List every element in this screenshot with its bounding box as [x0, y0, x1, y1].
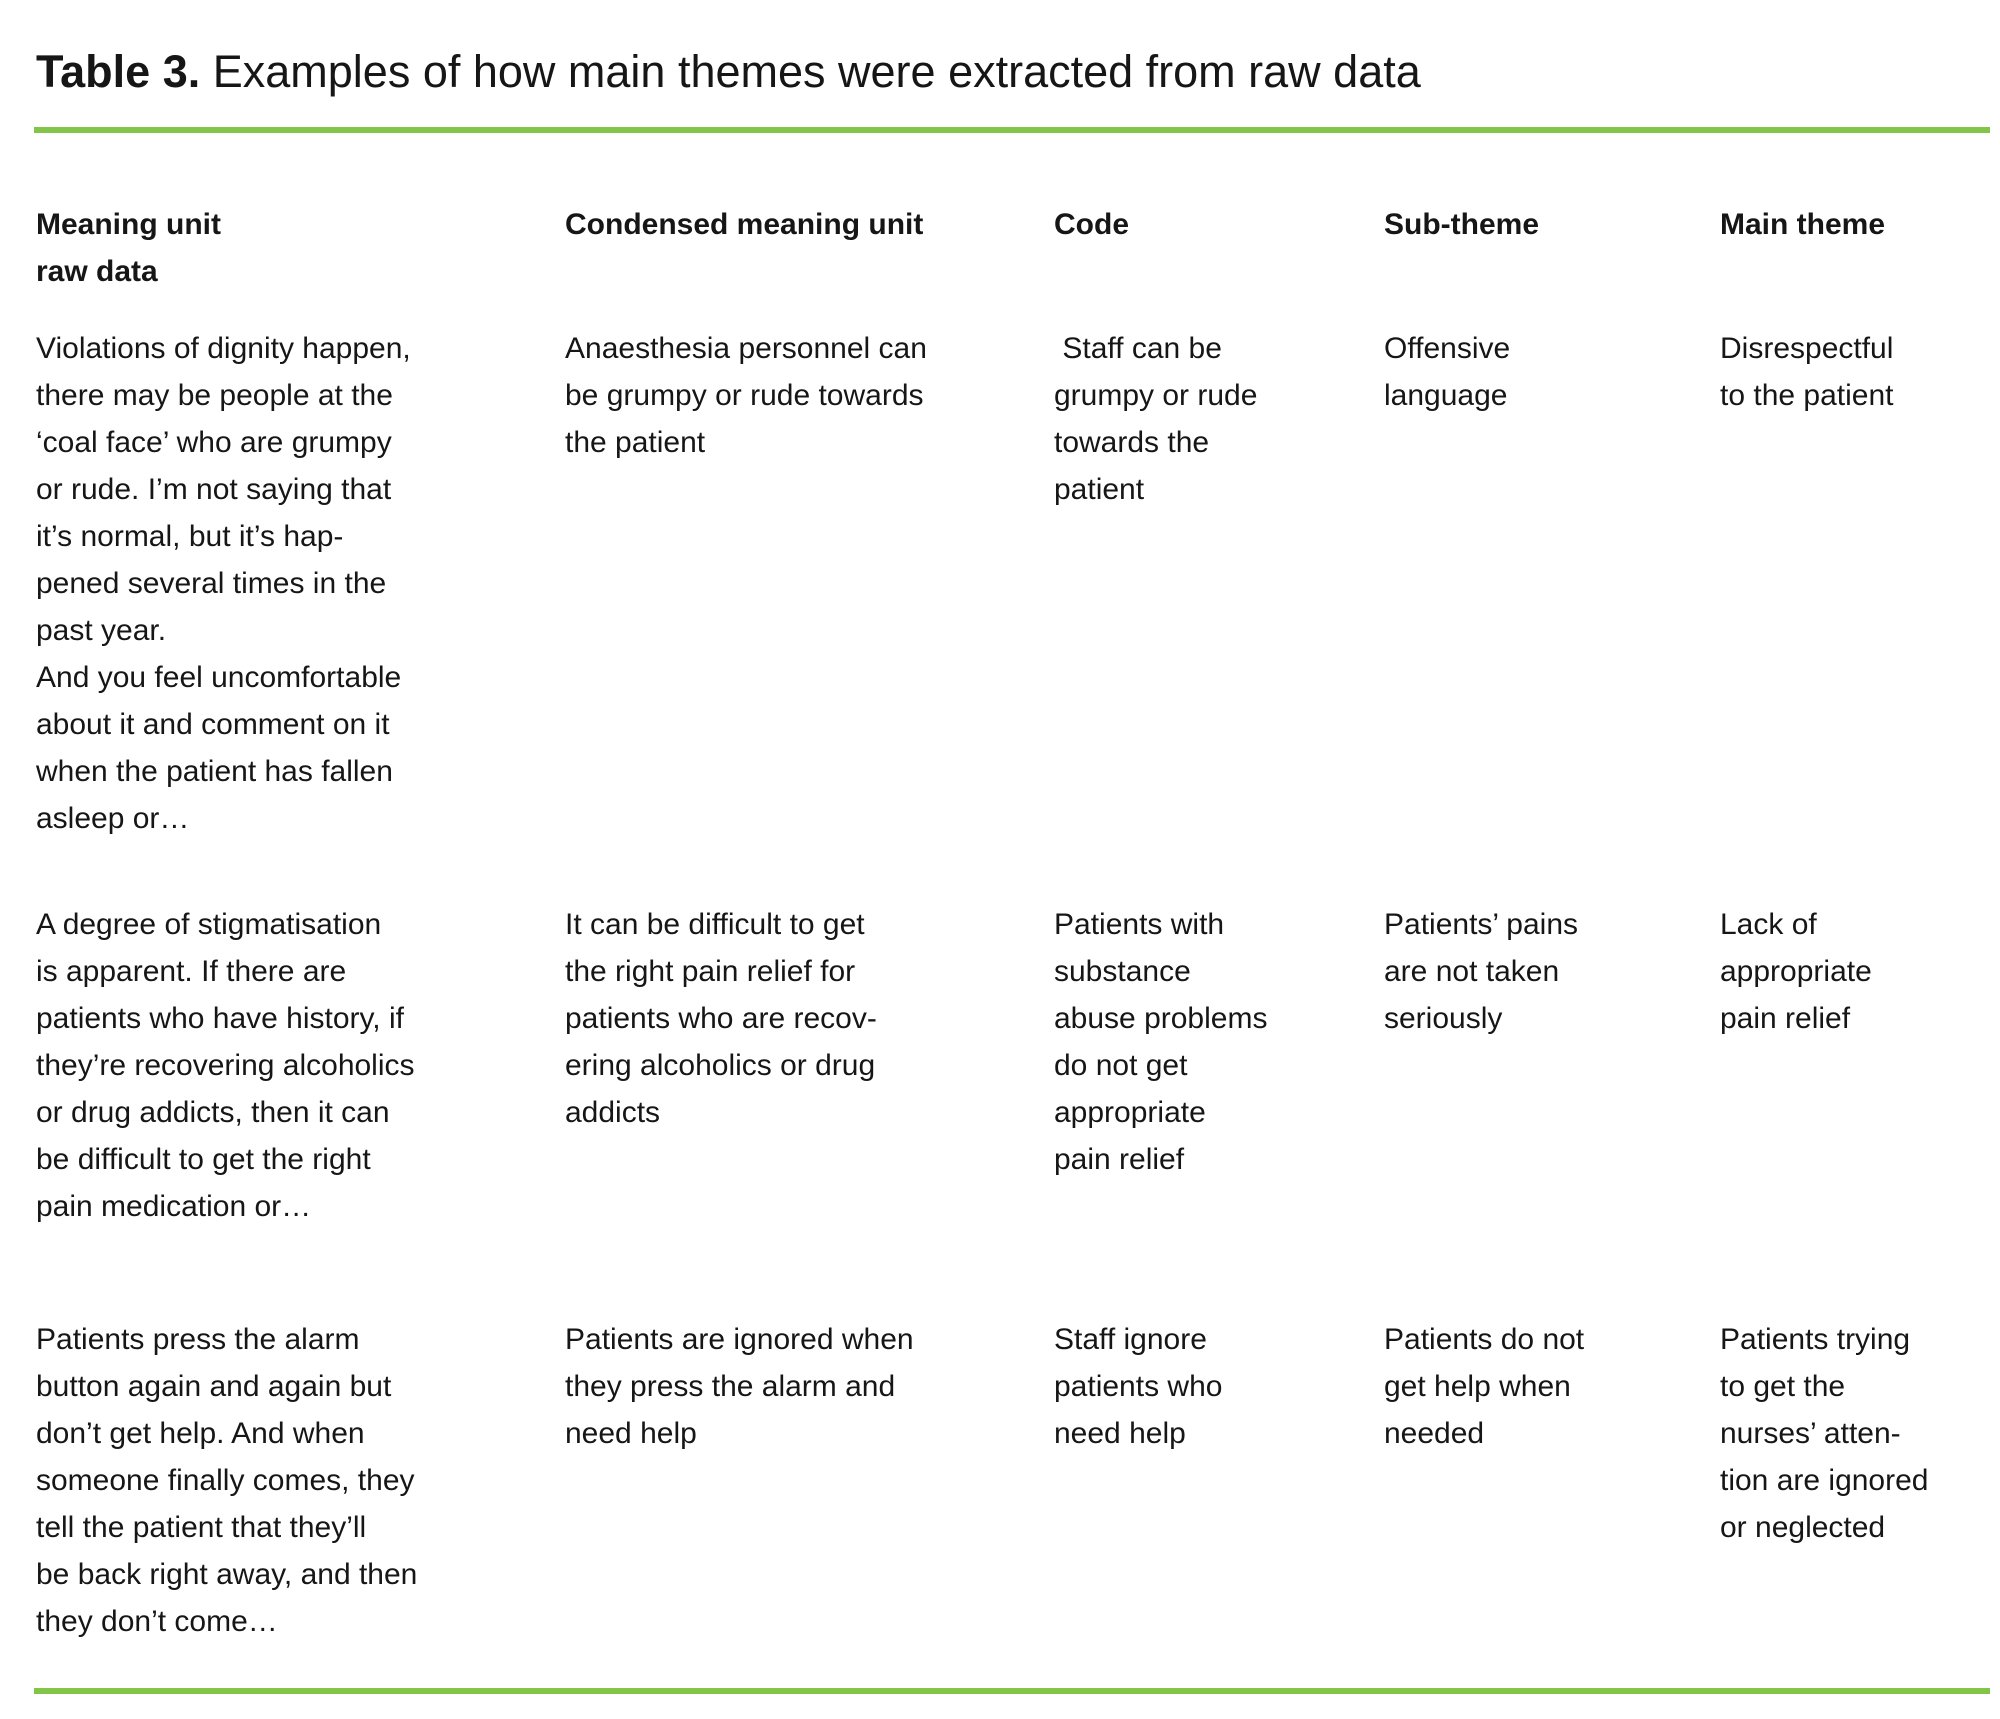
- col-header-main-theme: Main theme: [1720, 208, 1886, 241]
- col-header-meaning-unit: Meaning unit raw data: [36, 208, 221, 288]
- cell-r1-main-theme: Disrespectful to the patient: [1720, 332, 1894, 412]
- cell-r3-sub-theme: Patients do not get help when needed: [1384, 1323, 1585, 1450]
- col-header-code: Code: [1054, 208, 1129, 241]
- cell-r3-meaning-unit: Patients press the alarm button again an…: [36, 1323, 418, 1638]
- top-rule: [34, 127, 1990, 133]
- cell-r3-condensed-meaning-unit: Patients are ignored when they press the…: [565, 1323, 914, 1450]
- cell-r2-condensed-meaning-unit: It can be difficult to get the right pai…: [565, 908, 877, 1129]
- cell-r2-code: Patients with substance abuse problems d…: [1054, 908, 1268, 1176]
- cell-r1-sub-theme: Offensive language: [1384, 332, 1511, 412]
- cell-r2-meaning-unit: A degree of stigmatisation is apparent. …: [36, 908, 415, 1223]
- cell-r1-condensed-meaning-unit: Anaesthesia personnel can be grumpy or r…: [565, 332, 927, 459]
- table-caption-number: Table 3.: [36, 46, 201, 97]
- cell-r2-main-theme: Lack of appropriate pain relief: [1720, 908, 1872, 1035]
- cell-r3-main-theme: Patients trying to get the nurses’ atten…: [1720, 1323, 1929, 1544]
- col-header-condensed-meaning-unit: Condensed meaning unit: [565, 208, 924, 241]
- cell-r2-sub-theme: Patients’ pains are not taken seriously: [1384, 908, 1579, 1035]
- cell-r3-code: Staff ignore patients who need help: [1054, 1323, 1223, 1450]
- table-caption: Table 3. Examples of how main themes wer…: [36, 45, 1421, 99]
- bottom-rule: [34, 1688, 1990, 1694]
- themes-table: Meaning unit raw data Condensed meaning …: [36, 201, 2000, 1645]
- col-header-sub-theme: Sub-theme: [1384, 208, 1540, 241]
- table-caption-text: Examples of how main themes were extract…: [212, 46, 1421, 97]
- cell-r1-code: Staff can be grumpy or rude towards the …: [1054, 332, 1258, 506]
- cell-r1-meaning-unit: Violations of dignity happen, there may …: [36, 332, 411, 835]
